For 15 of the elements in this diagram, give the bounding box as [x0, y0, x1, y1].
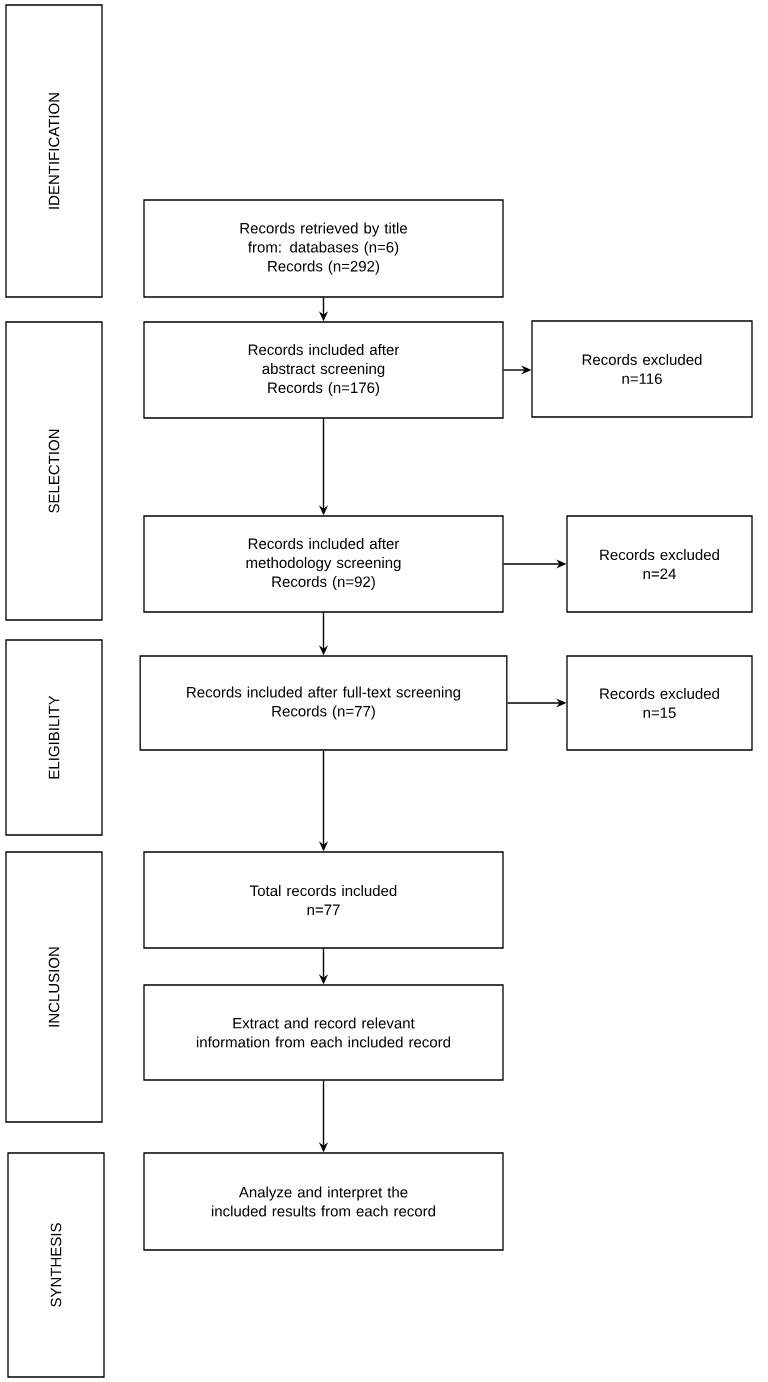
exclusion-box: Records excluded n=15 — [566, 655, 753, 751]
process-box: Records included after full-text screening Records (n=77) — [139, 655, 508, 751]
process-box: Total records included n=77 — [143, 851, 504, 949]
stage-box: IDENTIFICATION — [5, 4, 103, 298]
exclusion-box: Records excluded n=116 — [531, 320, 753, 418]
process-box: Records included after methodology screening Records (n=92) — [143, 515, 504, 613]
process-box: Records included after abstract screening Records (n=176) — [143, 321, 504, 419]
process-box: Records retrieved by title from: databases (n=6) Records (n=292) — [143, 199, 504, 298]
stage-box: SELECTION — [5, 321, 103, 621]
stage-box: SYNTHESIS — [7, 1152, 105, 1378]
stage-box: INCLUSION — [5, 851, 103, 1123]
process-box: Extract and record relevant information from each included record — [143, 984, 504, 1081]
process-box: Analyze and interpret the included results from each record — [143, 1152, 504, 1251]
exclusion-box: Records excluded n=24 — [566, 515, 753, 613]
stage-box: ELIGIBILITY — [5, 639, 103, 836]
